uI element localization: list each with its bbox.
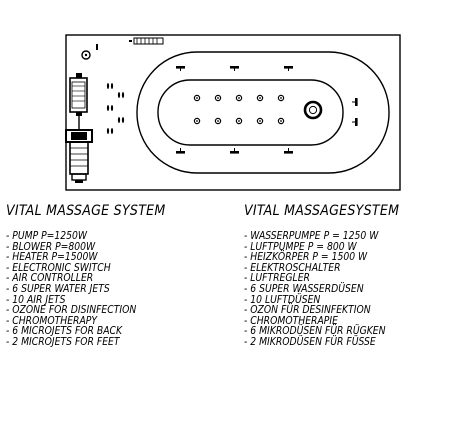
back-microjets: [106, 83, 125, 134]
spec-column-english: VITAL MASSAGE SYSTEM - PUMP P=1250W - BL…: [6, 203, 183, 348]
nozzle-icon: [235, 94, 243, 102]
nozzle-icon: [277, 94, 285, 102]
nozzle-icon: [193, 117, 201, 125]
nozzle-icon: [176, 148, 185, 154]
list-item: - 6 SUPER WATER JETS: [6, 282, 110, 295]
list-item: - 6 MIKRODÜSEN FÜR RÜGKEN: [244, 325, 386, 338]
list-item: - HEATER P=1500W: [6, 251, 98, 264]
spec-title-english: VITAL MASSAGE SYSTEM: [6, 203, 166, 219]
list-item: - 10 LUFTDÜSEN: [244, 293, 321, 306]
list-item: - WASSERPUMPE P = 1250 W: [244, 230, 379, 242]
control-panel-icon: [129, 37, 164, 45]
list-item: - LUFTREGLER: [244, 272, 310, 285]
nozzle-icon: [277, 117, 285, 125]
list-item: - 2 MIKRODÜSEN FÜR FÜSSE: [244, 335, 376, 348]
list-item: - OZON FÜR DESINFEKTION: [244, 304, 371, 317]
list-item: - OZONE FOR DISINFECTION: [6, 304, 137, 317]
spec-list-german: - WASSERPUMPE P = 1250 W - LUFTPUMPE P =…: [244, 231, 417, 348]
pump-icon: [65, 129, 93, 183]
nozzle-icon: [352, 98, 358, 106]
nozzle-icon: [214, 117, 222, 125]
headrest-icon: [303, 100, 323, 120]
list-item: - PUMP P=1250W: [6, 230, 88, 242]
list-item: - 6 MICROJETS FOR BACK: [6, 325, 123, 338]
list-item: - 2 MICROJETS FOR FEET: [6, 335, 120, 348]
spec-column-german: VITAL MASSAGESYSTEM - WASSERPUMPE P = 12…: [244, 203, 417, 348]
nozzle-icon: [214, 94, 222, 102]
list-item: - BLOWER P=800W: [6, 240, 96, 253]
tub-basin: [136, 51, 390, 174]
blower-icon: [69, 73, 88, 116]
nozzle-icon: [284, 148, 293, 154]
nozzle-icon: [106, 128, 114, 134]
tub-recess: [157, 79, 344, 146]
nozzle-icon: [106, 105, 114, 111]
list-item: - ELEKTROSCHALTER: [244, 261, 341, 274]
nozzle-icon: [117, 92, 125, 98]
list-item: - CHROMOTHERAPY: [6, 314, 97, 327]
nozzle-icon: [176, 66, 185, 71]
list-item: - LUFTPUMPE P = 800 W: [244, 240, 357, 253]
spec-list-english: - PUMP P=1250W - BLOWER P=800W - HEATER …: [6, 231, 183, 348]
nozzle-icon: [117, 117, 125, 123]
list-item: - CHROMOTHERAPIE: [244, 314, 338, 327]
tub-outer-rim: [65, 34, 401, 191]
nozzle-icon: [284, 66, 293, 71]
list-item: - 10 AIR JETS: [6, 293, 66, 306]
bathtub-drawing: [65, 34, 401, 191]
spec-title-german: VITAL MASSAGESYSTEM: [244, 203, 400, 219]
nozzle-icon: [352, 118, 358, 126]
foot-microjets: [352, 98, 358, 126]
nozzle-icon: [193, 94, 201, 102]
knob-icon: [81, 50, 91, 60]
nozzle-icon: [235, 117, 243, 125]
list-item: - ELECTRONIC SWITCH: [6, 261, 111, 274]
nozzle-icon: [230, 66, 239, 71]
nozzle-icon: [256, 94, 264, 102]
air-jets: [193, 94, 285, 125]
list-item: - AIR CONTROLLER: [6, 272, 94, 285]
wall-water-jets: [176, 66, 293, 154]
nozzle-icon: [230, 148, 239, 154]
nozzle-icon: [106, 83, 114, 89]
list-item: - 6 SUPER WASSERDÜSEN: [244, 282, 364, 295]
nozzle-icon: [256, 117, 264, 125]
list-item: - HEIZKÖRPER P = 1500 W: [244, 251, 368, 264]
